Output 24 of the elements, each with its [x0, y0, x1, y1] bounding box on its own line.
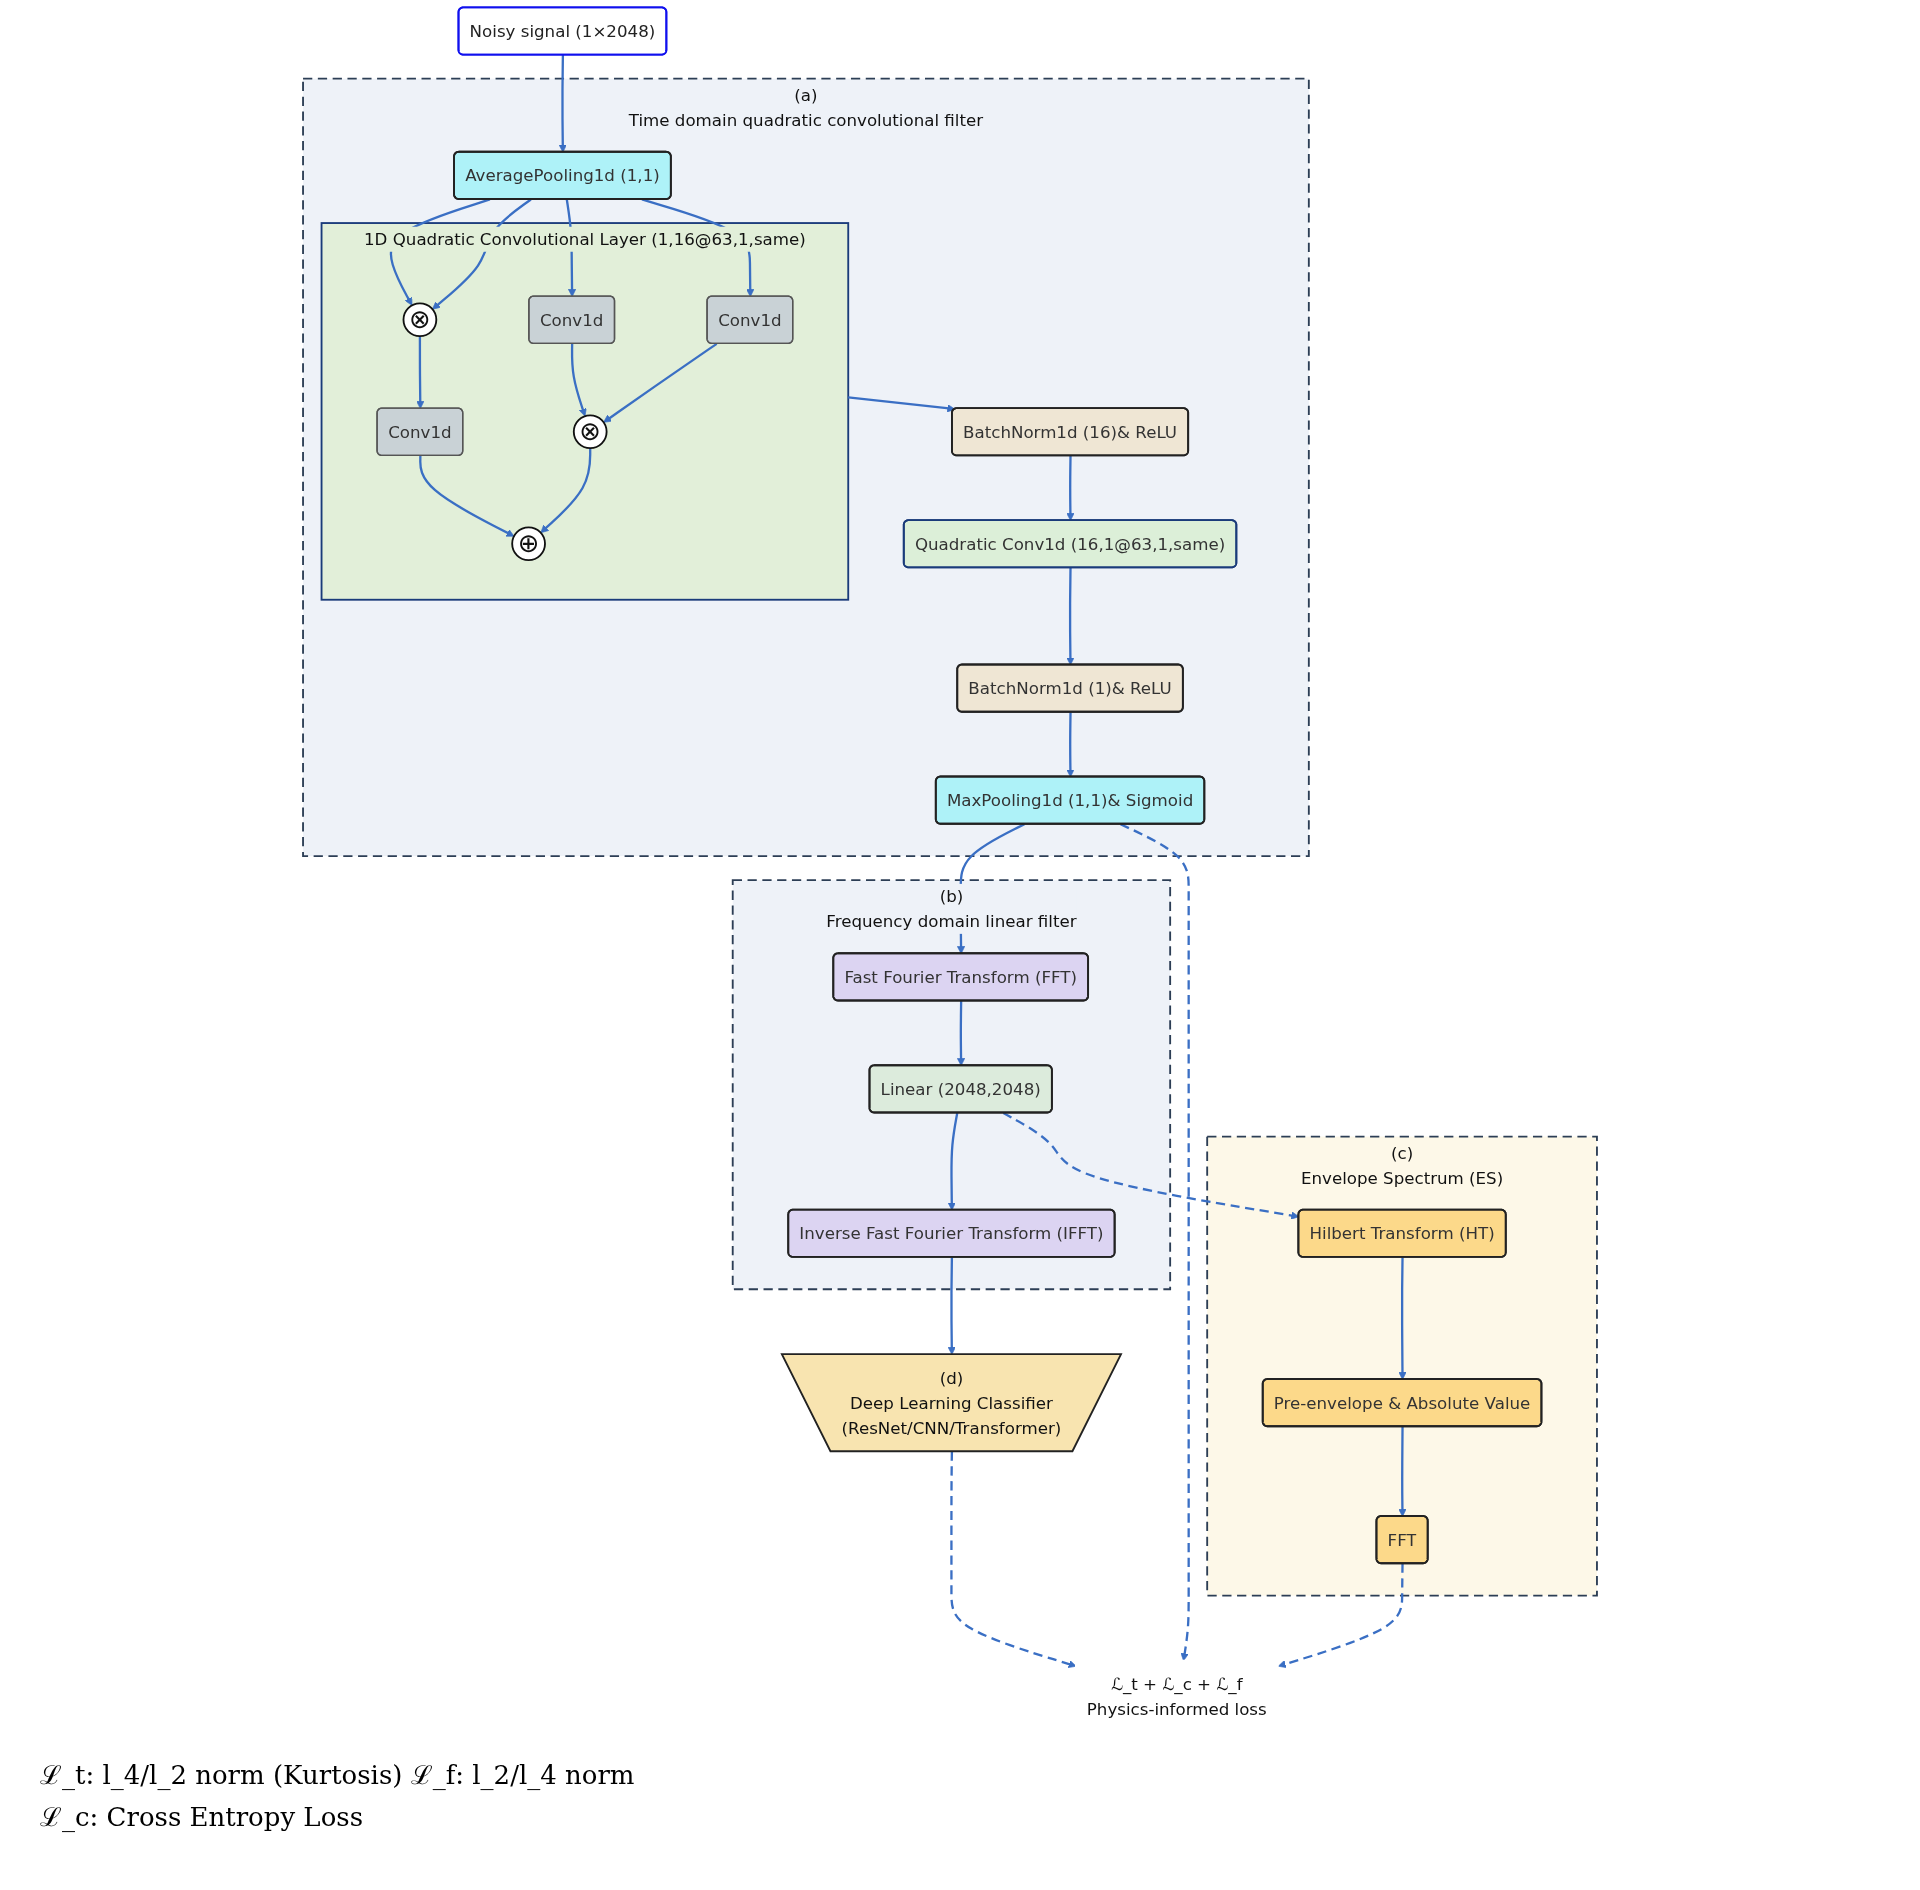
arrow — [1120, 823, 1190, 1662]
note: ℒ_t: l_4/l_2 norm (Kurtosis) ℒ_f: l_2/l_4 norm — [40, 1759, 636, 1792]
node-text: ℒ_t + ℒ_c + ℒ_f Physics-informed loss — [1086, 1674, 1267, 1719]
arrow — [1398, 1426, 1407, 1517]
arrow — [603, 342, 718, 423]
arrow — [848, 396, 956, 413]
note: ℒ_c: Cross Entropy Loss — [40, 1801, 364, 1834]
arrow — [1398, 1257, 1407, 1380]
arrow — [416, 336, 425, 409]
arrow — [947, 1112, 959, 1211]
arrow — [558, 55, 567, 153]
arrow — [1066, 567, 1075, 666]
node-circle: ⊗ — [572, 414, 608, 450]
arrow — [1066, 455, 1075, 521]
arrow — [570, 343, 587, 417]
arrow — [419, 455, 515, 537]
arrow — [1066, 712, 1075, 778]
node-circle: ⊗ — [402, 302, 438, 338]
node-circle: ⊕ — [511, 526, 546, 562]
arrow — [1277, 1563, 1404, 1668]
arrow — [947, 1257, 956, 1355]
arrow — [540, 448, 592, 534]
arrow — [950, 1451, 1077, 1668]
arrow — [957, 1000, 966, 1067]
